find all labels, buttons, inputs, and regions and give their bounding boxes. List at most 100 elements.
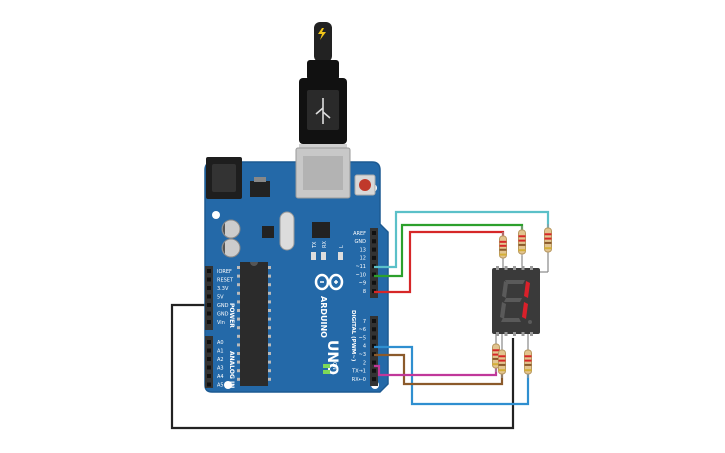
digital-pin-hole[interactable]	[372, 247, 376, 252]
display-pin	[530, 266, 533, 270]
power-pin-hole[interactable]	[207, 294, 211, 299]
digital-pin-hole[interactable]	[372, 231, 376, 235]
chip-leg	[237, 334, 240, 338]
chip-leg	[237, 326, 240, 330]
analog-pin-hole[interactable]	[207, 348, 211, 353]
power-pin-hole[interactable]	[207, 320, 211, 324]
digital-pin-hole[interactable]	[372, 272, 376, 277]
digital-pin-hole[interactable]	[372, 368, 376, 373]
chip-leg	[237, 309, 240, 312]
wire-pin4-blue[interactable]	[374, 345, 530, 406]
chip-leg	[268, 291, 271, 295]
wire-pin2-magenta[interactable]	[374, 364, 498, 377]
power-pin-holes	[207, 269, 211, 324]
digital-pin-hole[interactable]	[372, 327, 376, 332]
seven-segment-display[interactable]	[492, 266, 540, 336]
usb-cable[interactable]	[299, 22, 347, 154]
chip-leg	[237, 360, 240, 364]
resistor-band	[492, 357, 500, 360]
atmega-chip	[240, 262, 268, 386]
chip-leg	[268, 317, 271, 321]
digital-pin-hole[interactable]	[372, 280, 376, 285]
wire-gnd-black[interactable]	[170, 303, 515, 430]
analog-pin-hole[interactable]	[207, 382, 211, 387]
digital-pin-label: TX→1	[351, 369, 366, 375]
analog-pin-label: A1	[217, 348, 224, 354]
digital-header-bottom[interactable]	[370, 316, 378, 386]
usb-bolt-icon	[318, 28, 326, 40]
analog-pin-hole[interactable]	[207, 340, 211, 344]
analog-pin-label: A4	[217, 374, 224, 380]
power-pin-hole[interactable]	[207, 269, 211, 273]
digital-pin-label: 12	[360, 256, 366, 262]
chip-leg	[268, 334, 271, 338]
wire-pin3-brown[interactable]	[374, 353, 504, 386]
chip-leg	[237, 300, 240, 304]
resistor-band	[498, 363, 506, 366]
power-pin-hole[interactable]	[207, 286, 211, 290]
usb-cable-collar	[307, 60, 339, 80]
model-label: UNO	[324, 340, 340, 375]
resistor-band	[499, 240, 507, 243]
chip-leg	[268, 300, 271, 304]
segment-c	[522, 302, 528, 319]
resistor-band	[498, 359, 506, 362]
chip-leg	[237, 266, 240, 269]
digital-header-top[interactable]	[370, 228, 378, 298]
arduino-uno-board[interactable]: TX RX L ARDUINO UNO ON IOREFRESET3.3V5VG…	[204, 147, 389, 393]
tx-led-label: TX	[312, 241, 318, 249]
digital-pin-label: 4	[363, 344, 366, 350]
chip-leg	[237, 352, 240, 355]
wire-pin13-cyan[interactable]	[374, 210, 550, 269]
chip-leg	[268, 326, 271, 330]
display-pin	[496, 266, 499, 270]
power-section-label: POWER	[228, 303, 235, 328]
voltage-regulator-tab	[254, 177, 266, 182]
capacitor	[221, 219, 241, 239]
brand-label: ARDUINO	[319, 296, 328, 338]
analog-pin-hole[interactable]	[207, 374, 211, 378]
on-label: ON	[331, 362, 337, 370]
analog-pin-label: A3	[217, 365, 224, 371]
analog-header[interactable]	[205, 336, 213, 388]
on-led	[323, 370, 330, 374]
analog-section-label: ANALOG IN	[228, 351, 235, 388]
resistor-band	[498, 369, 506, 372]
power-pin-hole[interactable]	[207, 277, 211, 282]
digital-pin-hole[interactable]	[372, 360, 376, 365]
resistor-band	[499, 244, 507, 247]
chip-leg	[237, 343, 240, 347]
l-led-label: L	[339, 245, 345, 248]
chip-leg	[268, 352, 271, 355]
power-pin-hole[interactable]	[207, 303, 211, 307]
power-pin-label: 3.3V	[217, 286, 229, 292]
analog-pin-hole[interactable]	[207, 365, 211, 370]
analog-pin-hole[interactable]	[207, 357, 211, 361]
chip-leg	[268, 274, 271, 278]
resistor-band	[498, 355, 506, 358]
power-pin-hole[interactable]	[207, 311, 211, 316]
digital-pin-hole[interactable]	[372, 377, 376, 382]
tx-led	[311, 252, 316, 260]
usb-interface-chip	[312, 222, 330, 238]
digital-pin-label: 8	[363, 289, 366, 295]
digital-pin-hole[interactable]	[372, 239, 376, 244]
digital-pin-hole[interactable]	[372, 255, 376, 260]
digital-pin-hole[interactable]	[372, 319, 376, 323]
mounting-hole	[224, 381, 232, 389]
wire-pin10-red[interactable]	[374, 230, 505, 294]
chip-leg	[237, 274, 240, 278]
resistor-band	[544, 237, 552, 240]
display-pin	[521, 332, 525, 336]
reset-button[interactable]	[359, 179, 371, 191]
resistor-band	[518, 249, 526, 252]
segment-a	[505, 280, 525, 284]
power-pin-label: 5V	[217, 294, 224, 300]
digital-pin-label: 7	[363, 319, 366, 325]
digital-pin-hole[interactable]	[372, 335, 376, 340]
resistor-band	[544, 233, 552, 236]
chip-leg	[268, 343, 271, 347]
chip-leg	[237, 317, 240, 321]
